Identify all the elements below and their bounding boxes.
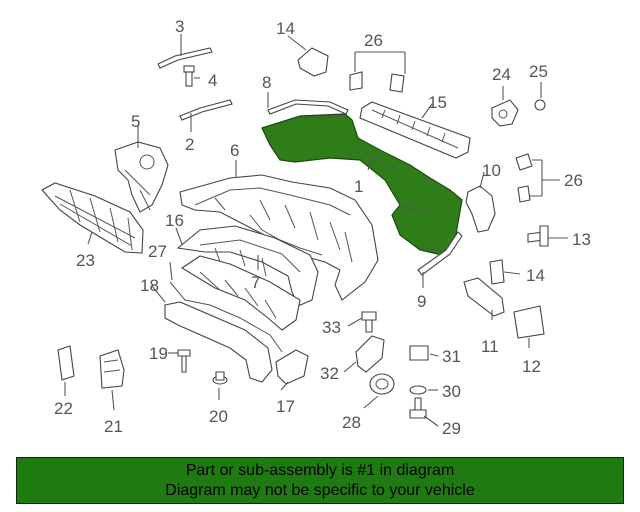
callout-13: 13 (572, 230, 591, 249)
callout-25: 25 (529, 62, 548, 81)
trim-strip-part-8[interactable] (267, 99, 349, 115)
washer-part-30[interactable] (409, 385, 427, 395)
callout-8: 8 (262, 73, 271, 92)
bracket-part-32[interactable] (355, 335, 385, 373)
absorber-part-16[interactable] (176, 225, 319, 307)
screw-part-19[interactable] (177, 349, 191, 373)
callout-24: 24 (492, 65, 511, 84)
callout-2: 2 (185, 135, 194, 154)
callout-1: 1 (354, 177, 363, 196)
callout-14-top: 14 (276, 19, 295, 38)
clip-part-4[interactable] (183, 65, 195, 87)
callout-27: 27 (148, 242, 167, 261)
callout-22: 22 (54, 399, 73, 418)
wiring-part-27[interactable] (169, 281, 283, 353)
bracket-part-5[interactable] (114, 141, 169, 213)
bolt-part-13[interactable] (527, 225, 549, 247)
callout-4: 4 (208, 71, 217, 90)
clip-part-31[interactable] (409, 345, 429, 361)
callout-6: 6 (230, 141, 239, 160)
trim-strip-part-2[interactable] (179, 99, 233, 121)
plug-part-25[interactable] (534, 99, 546, 111)
callout-7: 7 (251, 273, 260, 292)
clips-part-26-right[interactable] (515, 153, 533, 203)
plate-part-12[interactable] (513, 305, 545, 339)
callout-21: 21 (104, 417, 123, 436)
impact-bar-part-18[interactable] (164, 301, 273, 383)
cap-part-14-right[interactable] (489, 259, 505, 285)
step-pad-part-15[interactable] (359, 101, 471, 159)
leader-lines (64, 34, 568, 427)
bracket-part-11[interactable] (463, 277, 505, 317)
callout-19: 19 (149, 344, 168, 363)
side-bracket-part-23[interactable] (41, 182, 144, 254)
sensor-part-24[interactable] (491, 99, 519, 127)
trim-strip-part-3[interactable] (157, 47, 213, 69)
callout-5: 5 (131, 112, 140, 131)
parts-diagram: 1 2 3 4 5 6 7 8 9 10 11 12 13 14 14 15 1… (41, 17, 591, 438)
molding-part-9[interactable] (417, 231, 463, 276)
info-banner: Part or sub-assembly is #1 in diagram Di… (16, 457, 624, 504)
bracket-part-10[interactable] (465, 185, 496, 233)
grommet-part-28[interactable] (369, 373, 395, 395)
bracket-part-14-top[interactable] (297, 47, 329, 77)
bumper-carrier-part-6[interactable] (179, 174, 379, 301)
bracket-part-21[interactable] (99, 349, 125, 389)
reinforcement-part-7[interactable] (180, 255, 301, 331)
callout-labels: 1 2 3 4 5 6 7 8 9 10 11 12 13 14 14 15 1… (54, 17, 591, 438)
callout-30: 30 (442, 382, 461, 401)
callout-31: 31 (442, 347, 461, 366)
callout-28: 28 (342, 413, 361, 432)
callout-17: 17 (276, 397, 295, 416)
callout-33: 33 (322, 318, 341, 337)
callout-29: 29 (442, 419, 461, 438)
callout-15: 15 (428, 93, 447, 112)
bracket-part-17[interactable] (275, 349, 309, 385)
screw-part-29[interactable] (409, 397, 427, 419)
banner-line-2: Diagram may not be specific to your vehi… (165, 481, 475, 499)
callout-26-right: 26 (564, 171, 583, 190)
callout-18: 18 (140, 276, 159, 295)
callout-3: 3 (175, 17, 184, 36)
callout-9: 9 (417, 292, 426, 311)
clips-part-26-top[interactable] (349, 71, 405, 93)
clip-part-33[interactable] (361, 311, 377, 333)
callout-32: 32 (320, 364, 339, 383)
callout-26-top: 26 (364, 31, 383, 50)
callout-23: 23 (76, 251, 95, 270)
callout-12: 12 (522, 357, 541, 376)
callout-14-right: 14 (526, 266, 545, 285)
callout-20: 20 (209, 407, 228, 426)
banner-line-1: Part or sub-assembly is #1 in diagram (185, 461, 455, 479)
nut-part-20[interactable] (212, 371, 228, 385)
callout-11: 11 (481, 337, 499, 356)
callout-10: 10 (482, 161, 501, 180)
callout-16: 16 (165, 211, 184, 230)
plate-part-22[interactable] (57, 345, 75, 381)
